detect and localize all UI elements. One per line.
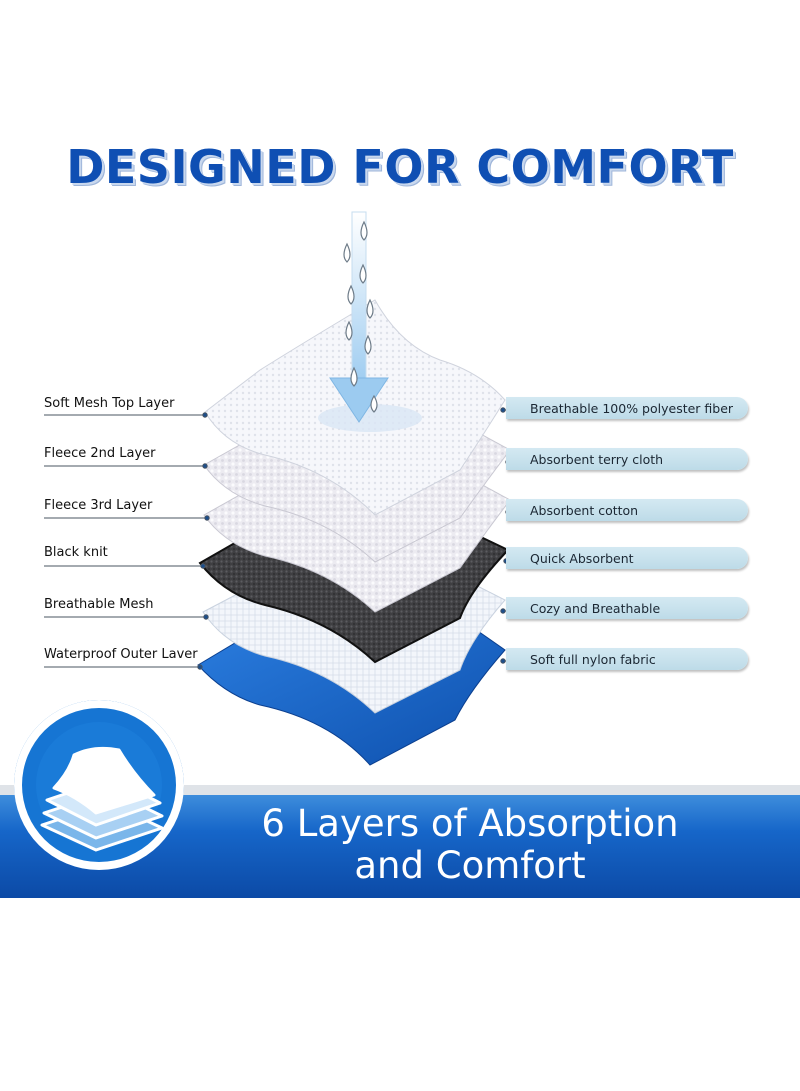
layered-pad-badge — [14, 700, 184, 870]
layered-pad-icon — [40, 746, 164, 852]
layer-description-2: Absorbent terry cloth — [506, 448, 748, 470]
layer-label-1: Soft Mesh Top Layer — [44, 396, 175, 411]
layer-label-2: Fleece 2nd Layer — [44, 446, 156, 461]
layer-label-5: Breathable Mesh — [44, 597, 154, 612]
banner-line-1: 6 Layers of Absorption — [261, 802, 679, 845]
layer-description-1: Breathable 100% polyester fiber — [506, 397, 748, 419]
layer-label-4: Black knit — [44, 545, 108, 560]
banner-line-2: and Comfort — [354, 844, 586, 887]
layer-description-5: Cozy and Breathable — [506, 597, 748, 619]
layer-description-3: Absorbent cotton — [506, 499, 748, 521]
layer-description-6: Soft full nylon fabric — [506, 648, 748, 670]
layer-description-4: Quick Absorbent — [506, 547, 748, 569]
page-title: DESIGNED FOR COMFORT — [66, 140, 734, 194]
banner-text: 6 Layers of Absorption and Comfort — [170, 803, 770, 887]
layer-label-3: Fleece 3rd Layer — [44, 498, 153, 513]
layer-label-6: Waterproof Outer Laver — [44, 647, 198, 662]
water-drop-arrow-icon — [329, 211, 389, 423]
